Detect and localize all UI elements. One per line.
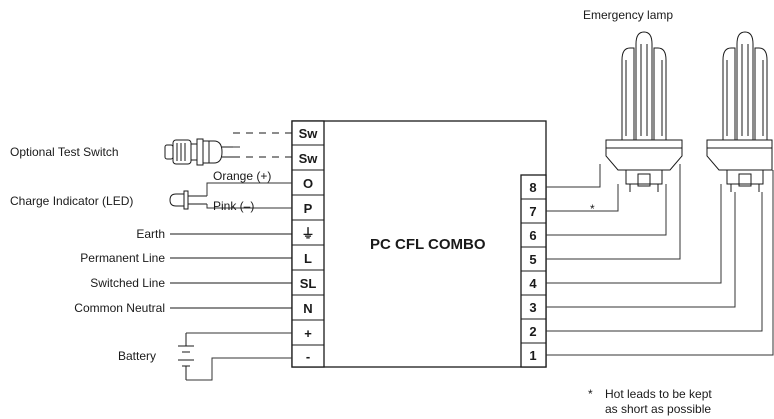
emergency-lamp-2-icon <box>706 31 773 192</box>
note-line-1: Hot leads to be kept <box>605 387 712 401</box>
earth-label: Earth <box>136 227 165 241</box>
terminal-sl: SL <box>300 276 317 291</box>
charge-indicator-label: Charge Indicator (LED) <box>10 194 133 208</box>
terminal-plus: + <box>304 326 312 341</box>
hot-lead-asterisk: * <box>590 202 595 216</box>
terminal-3: 3 <box>529 300 536 315</box>
wire-terminal-1 <box>546 170 774 356</box>
left-terminal-block: Sw Sw O P ⏚ L SL N + - <box>291 120 325 368</box>
terminal-6: 6 <box>529 228 536 243</box>
test-switch-label: Optional Test Switch <box>10 145 119 159</box>
terminal-earth: ⏚ <box>301 226 314 241</box>
note-marker: * <box>588 387 593 401</box>
terminal-p: P <box>304 201 313 216</box>
terminal-7: 7 <box>529 204 536 219</box>
terminal-sw-2: Sw <box>299 151 319 166</box>
wire-terminal-8 <box>546 164 601 188</box>
pc-cfl-combo-unit <box>291 120 547 368</box>
right-terminal-block: 8 7 6 5 4 3 2 1 <box>520 174 547 368</box>
unit-title: PC CFL COMBO <box>370 236 486 253</box>
led-icon <box>169 190 207 210</box>
terminal-n: N <box>303 301 312 316</box>
terminal-1: 1 <box>529 348 536 363</box>
permanent-line-label: Permanent Line <box>80 251 165 265</box>
switched-line-label: Switched Line <box>90 276 165 290</box>
terminal-5: 5 <box>529 252 536 267</box>
led-pink-wire <box>206 204 292 209</box>
terminal-o: O <box>303 176 313 191</box>
emergency-lamp-label: Emergency lamp <box>583 8 673 22</box>
test-switch-icon <box>164 138 233 166</box>
note-line-2: as short as possible <box>605 402 711 416</box>
terminal-l: L <box>304 251 312 266</box>
terminal-8: 8 <box>529 180 536 195</box>
battery-icon <box>178 333 194 380</box>
terminal-2: 2 <box>529 324 536 339</box>
wire-terminal-2 <box>546 192 763 332</box>
common-neutral-label: Common Neutral <box>74 301 165 315</box>
led-orange-wire <box>206 182 292 196</box>
pink-wire-label: Pink (–) <box>213 199 254 213</box>
wire-terminal-7 <box>546 184 619 212</box>
emergency-lamp-1-icon <box>605 31 683 192</box>
terminal-sw-1: Sw <box>299 126 319 141</box>
wire-terminal-5 <box>546 164 681 260</box>
wire-terminal-4 <box>546 184 722 284</box>
wire-terminal-3 <box>546 192 736 308</box>
wire-terminal-6 <box>546 184 667 236</box>
terminal-4: 4 <box>529 276 537 291</box>
battery-negative-wire <box>186 357 292 381</box>
terminal-minus: - <box>306 349 310 364</box>
battery-label: Battery <box>118 349 156 363</box>
orange-wire-label: Orange (+) <box>213 169 271 183</box>
